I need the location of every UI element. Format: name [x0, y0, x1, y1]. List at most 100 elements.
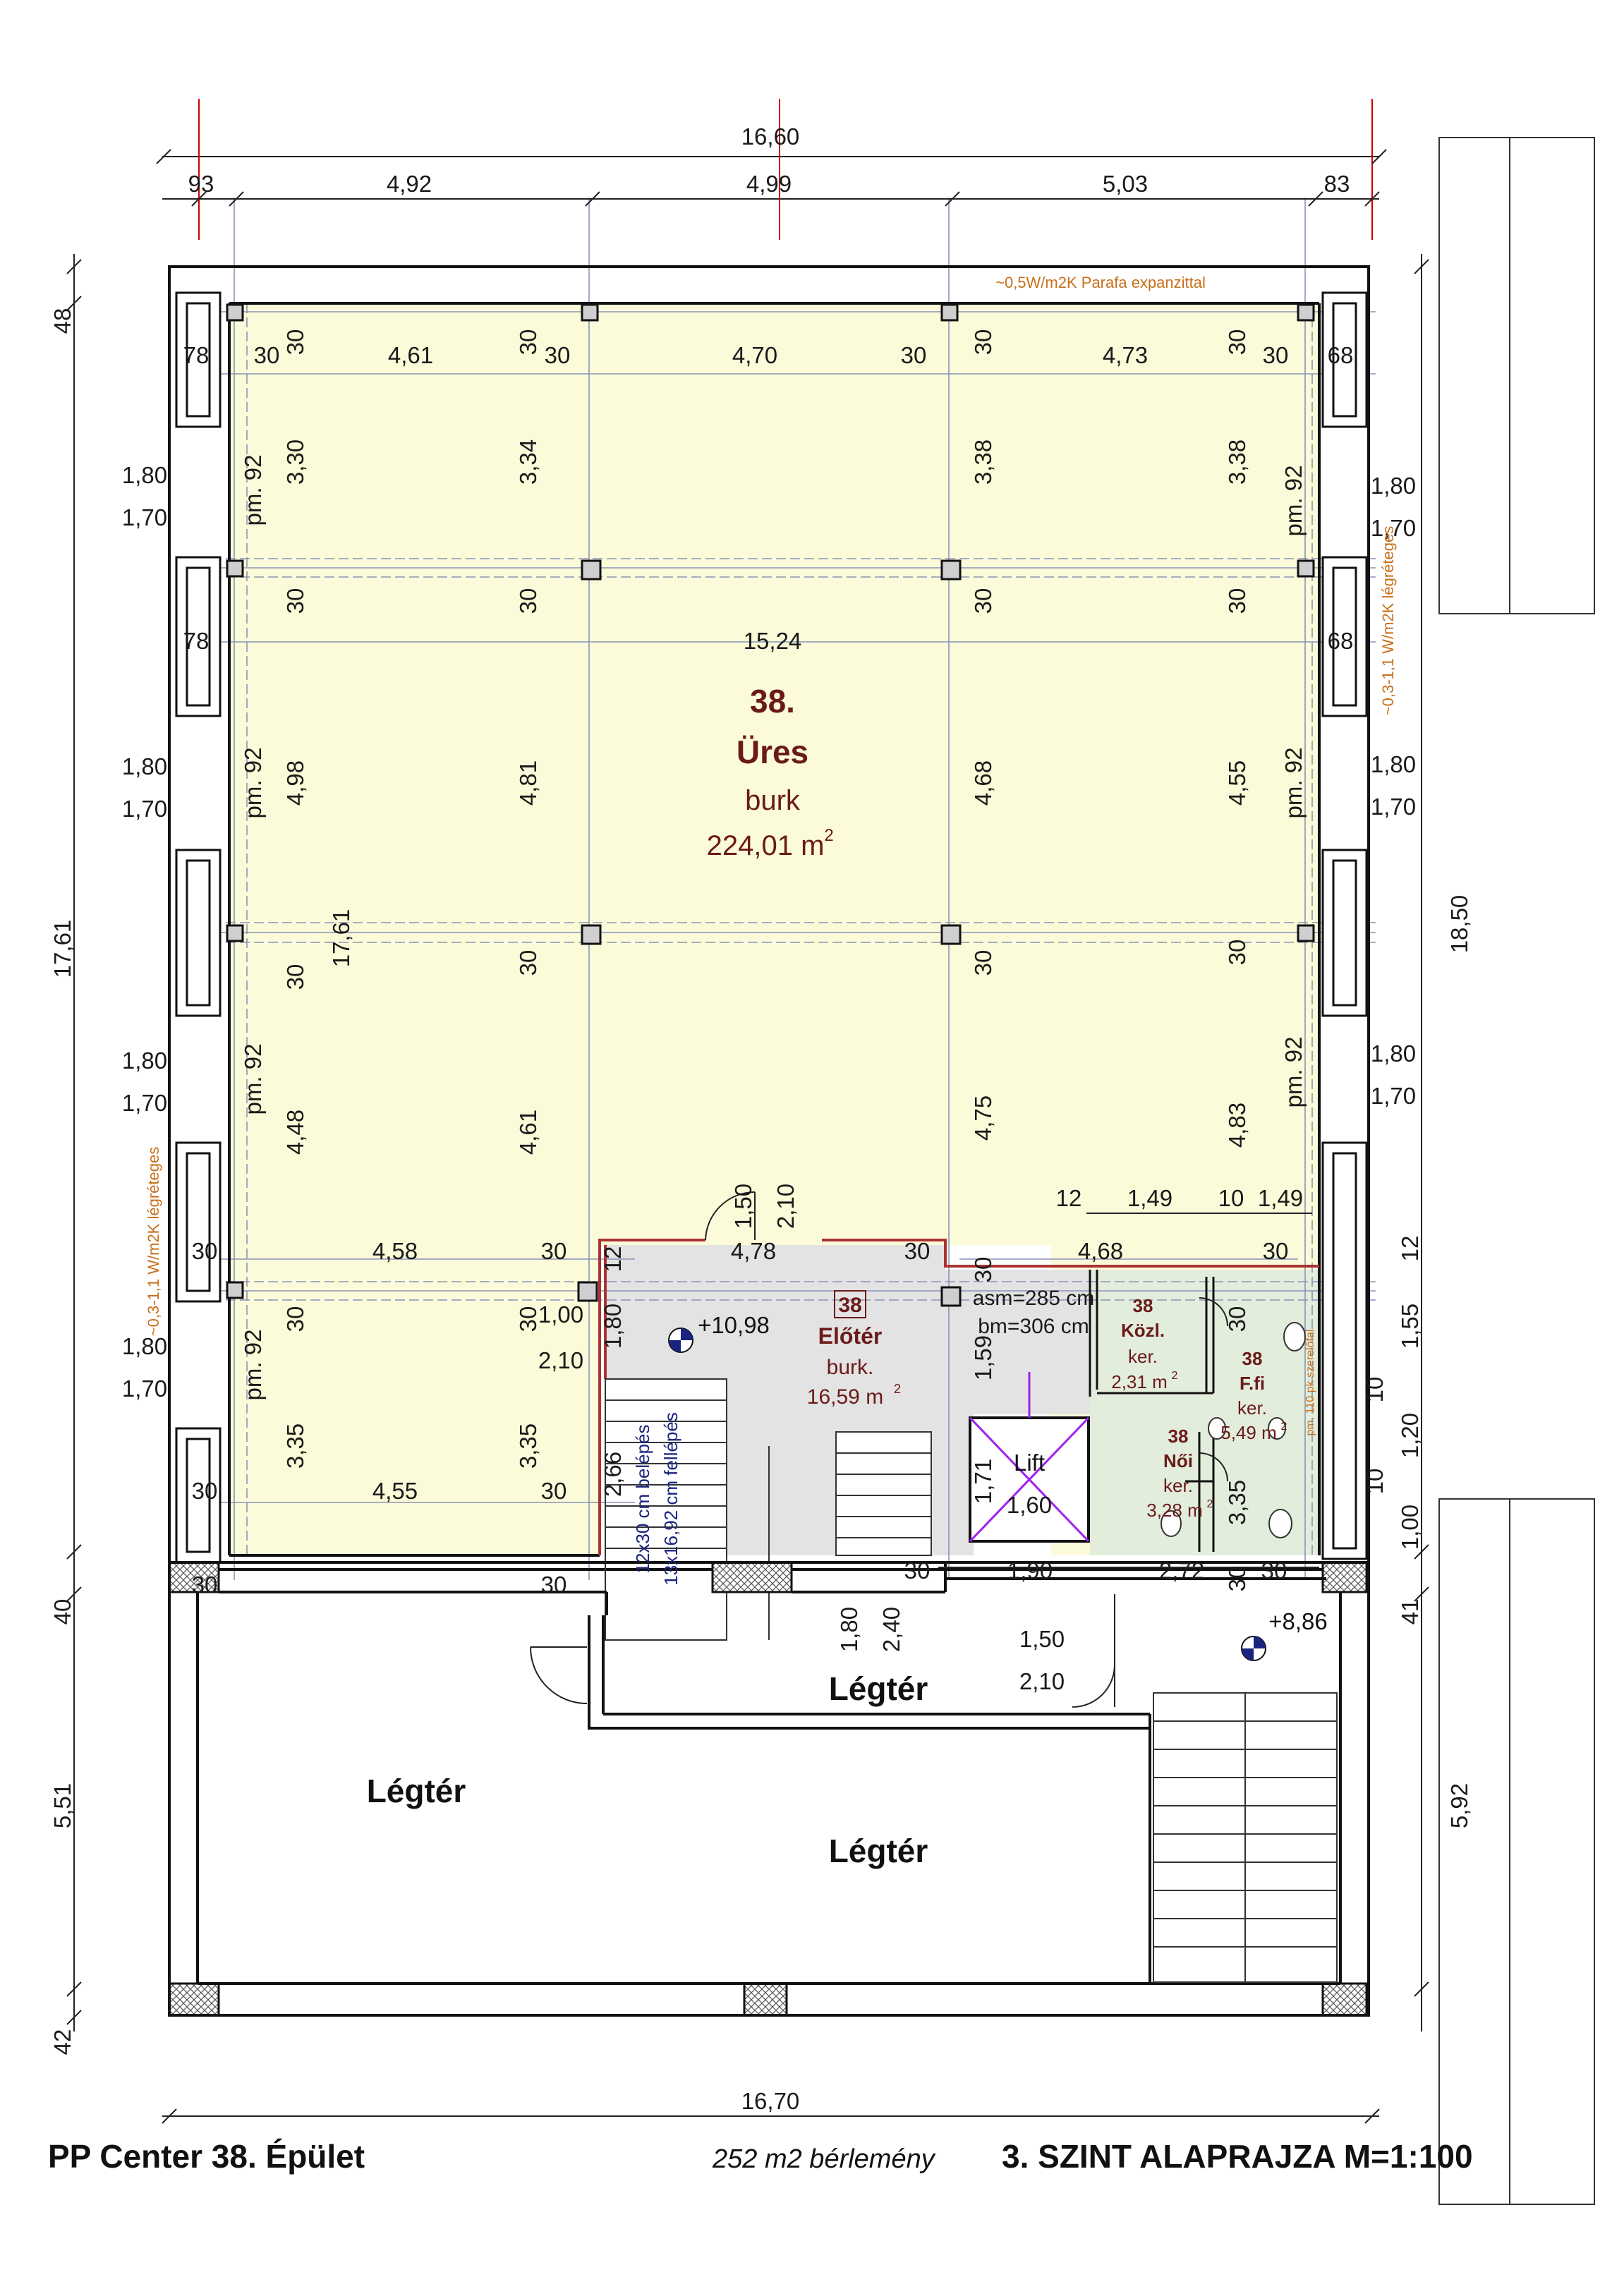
dim-left-180b: 1,80 — [122, 753, 167, 779]
eloter-label: 38 Előtér burk. 16,59 m 2 — [807, 1290, 901, 1409]
dim-left-40: 40 — [49, 1599, 75, 1625]
dim-right-180a: 1,80 — [1371, 473, 1416, 499]
note-stair-entry: 12x30 cm belépés — [632, 1424, 653, 1573]
dim-small-10: 10 — [1218, 1185, 1244, 1211]
room-38-number: 38. — [750, 683, 795, 719]
dim-top-seg-2: 4,92 — [387, 171, 432, 197]
dim-top-seg-4: 5,03 — [1103, 171, 1148, 197]
dim-right-170c: 1,70 — [1371, 1083, 1416, 1109]
dim-row-468: 4,68 — [1078, 1238, 1123, 1264]
dim-v180: 1,80 — [600, 1304, 626, 1349]
ffi-floor: ker. — [1237, 1397, 1267, 1419]
dim-vr3-1: 4,61 — [515, 1110, 541, 1155]
level-markers — [668, 1328, 1266, 1661]
noi-area-sup: 2 — [1207, 1498, 1213, 1510]
dim-left-180d: 1,80 — [122, 1333, 167, 1359]
dim-bottom-30b: 30 — [1224, 1566, 1250, 1592]
dim-vr1-2: 3,38 — [970, 439, 996, 485]
dim-top-seg-3: 4,99 — [746, 171, 792, 197]
dim-v335a: 3,35 — [282, 1423, 308, 1469]
ffi-name: F.fi — [1240, 1373, 1265, 1394]
dim-row2-mid: 15,24 — [744, 628, 802, 654]
dim-left-48: 48 — [49, 308, 75, 334]
dim-row2-right: 68 — [1328, 628, 1354, 654]
dim-row1-4: 30 — [545, 342, 571, 368]
noi-name: Női — [1163, 1450, 1193, 1471]
pier-left-3: pm. 92 — [240, 1044, 266, 1115]
lift-label: Lift — [1014, 1450, 1045, 1476]
dim-bottom-30c: 30 — [1261, 1557, 1287, 1584]
dim-30-v10: 30 — [515, 950, 541, 976]
dim-right-180c: 1,80 — [1371, 1040, 1416, 1067]
dim-left-30d: 30 — [541, 1478, 567, 1504]
lobby-walls — [598, 1239, 1319, 1555]
room-38-area-sup: 2 — [824, 826, 833, 845]
structural-grid — [198, 198, 1376, 1580]
pier-right-1: pm. 92 — [1280, 466, 1307, 537]
airspace-label-2: Légtér — [367, 1773, 466, 1809]
dim-row1-2: 4,61 — [388, 342, 433, 368]
dim-door-100: 1,00 — [538, 1301, 583, 1328]
room-38-label: 38. Üres burk 224,01 m 2 — [707, 683, 834, 861]
dim-bottom-272: 2,72 — [1159, 1557, 1204, 1584]
ffi-area-sup: 2 — [1281, 1421, 1287, 1433]
eloter-area: 16,59 m — [807, 1385, 883, 1409]
dim-right-155: 1,55 — [1397, 1304, 1423, 1349]
eloter-floor: burk. — [827, 1356, 874, 1379]
dim-row1-10: 68 — [1328, 342, 1354, 368]
room-38-area: 224,01 m — [707, 830, 825, 861]
dim-30-v4: 30 — [1224, 329, 1250, 356]
dim-30-v7: 30 — [970, 588, 996, 614]
drawing-title: 3. SZINT ALAPRAJZA M=1:100 — [1002, 2138, 1473, 2175]
kozl-name: Közl. — [1121, 1320, 1165, 1341]
dim-vr3-2: 4,75 — [970, 1095, 996, 1141]
dim-30-v13: 30 — [282, 1306, 308, 1332]
dim-row1-8: 4,73 — [1103, 342, 1148, 368]
dim-left-170a: 1,70 — [122, 504, 167, 530]
dim-right-170a: 1,70 — [1371, 515, 1416, 541]
ffi-area: 5,49 m — [1220, 1422, 1277, 1443]
dim-lower-150: 1,50 — [1019, 1626, 1065, 1652]
dim-v159: 1,59 — [970, 1335, 996, 1380]
level-lower: +8,86 — [1268, 1608, 1328, 1634]
dim-vr3-0: 4,48 — [282, 1110, 308, 1155]
dim-row1-6: 30 — [901, 342, 927, 368]
dim-30-v9: 30 — [282, 964, 308, 990]
note-stair-step: 13x16,92 cm fellépés — [660, 1412, 681, 1586]
dim-30-v3: 30 — [970, 329, 996, 356]
dim-v335c: 3,35 — [1224, 1480, 1250, 1525]
stair-flight — [605, 1378, 932, 1641]
dim-left-total: 17,61 — [49, 920, 75, 978]
eloter-number: 38 — [838, 1294, 861, 1317]
dim-left-30c: 30 — [192, 1478, 218, 1504]
dim-left-170b: 1,70 — [122, 796, 167, 822]
dim-vr2-3: 4,55 — [1224, 760, 1250, 806]
kozl-area-sup: 2 — [1172, 1370, 1178, 1382]
dim-inner-1761: 17,61 — [328, 909, 354, 968]
eloter-area-sup: 2 — [894, 1382, 901, 1396]
dim-door-210: 2,10 — [772, 1184, 799, 1229]
dim-top-seg-1: 93 — [188, 171, 214, 197]
dim-row-478: 4,78 — [731, 1238, 776, 1264]
dim-small-149a: 1,49 — [1127, 1185, 1172, 1211]
dim-bottom-30a: 30 — [904, 1557, 931, 1584]
dim-30-v12: 30 — [1224, 940, 1250, 966]
wet-rooms-fill — [1090, 1270, 1319, 1555]
dim-small-149b: 1,49 — [1258, 1185, 1303, 1211]
dim-left-30b: 30 — [541, 1238, 567, 1264]
dim-30-lobby: 30 — [904, 1238, 931, 1264]
dim-small-12: 12 — [1056, 1185, 1082, 1211]
dim-left-170c: 1,70 — [122, 1090, 167, 1116]
note-asm: asm=285 cm — [973, 1287, 1095, 1310]
airspace-label-1: Légtér — [829, 1670, 928, 1707]
dim-row1-0: 78 — [183, 342, 210, 368]
pier-left-2: pm. 92 — [240, 748, 266, 819]
lower-stair — [1153, 1692, 1338, 1983]
dim-right-170b: 1,70 — [1371, 794, 1416, 820]
dim-lower-210: 2,10 — [1019, 1668, 1065, 1694]
dim-door-150: 1,50 — [730, 1184, 756, 1229]
ffi-label: 38 F.fi ker. 5,49 m 2 — [1220, 1348, 1287, 1443]
project-title: PP Center 38. Épület — [48, 2138, 365, 2175]
dim-30-v8: 30 — [1224, 588, 1250, 614]
dim-row-455: 4,55 — [372, 1478, 418, 1504]
